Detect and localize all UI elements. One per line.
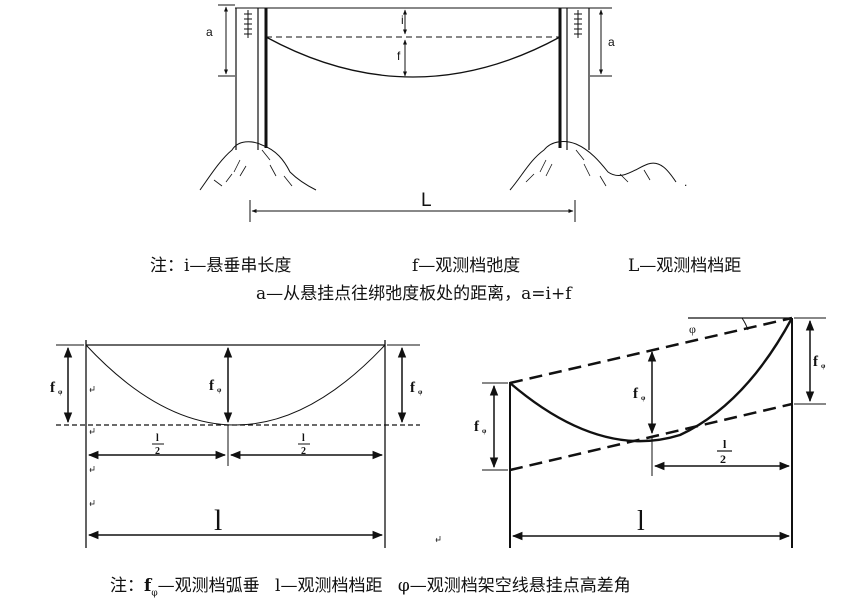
caption-f-symbol: f xyxy=(144,576,152,596)
f-right-subscript: φ xyxy=(821,362,826,370)
figure3-inclined-span xyxy=(482,316,826,548)
caption-prefix: 注： xyxy=(110,576,144,596)
a-right-label: a xyxy=(608,35,615,49)
half-right-denominator: 2 xyxy=(301,446,306,457)
span-label: l xyxy=(214,504,222,537)
conductor-sag-curve xyxy=(265,36,561,78)
left-ground-mound xyxy=(199,141,317,191)
a-left-label: a xyxy=(206,25,213,39)
right-tower xyxy=(558,8,590,150)
f-label: f xyxy=(397,49,401,63)
f-left-label: f xyxy=(50,380,56,396)
f-right-label: f xyxy=(410,380,416,396)
angle-arc xyxy=(741,317,749,331)
f-right-subscript: φ xyxy=(418,388,423,396)
f-left-subscript: φ xyxy=(482,427,487,435)
half-left-denominator: 2 xyxy=(155,446,160,457)
figure2-level-span xyxy=(56,340,441,548)
left-tower xyxy=(235,8,268,150)
figure1-sag-board-setup xyxy=(199,4,677,222)
L-label: L xyxy=(421,190,432,211)
caption-f-subscript: φ xyxy=(151,588,158,599)
upper-dashed-chord xyxy=(509,316,793,385)
f-left-subscript: φ xyxy=(58,388,63,396)
legend-f-item: f—观测档弛度 xyxy=(412,256,521,276)
angle-label: φ xyxy=(689,322,696,336)
legend-a-item: a—从悬挂点往绑弛度板处的距离，a=i+f xyxy=(256,284,572,304)
f-mid-subscript: φ xyxy=(217,386,222,394)
half-denominator: 2 xyxy=(720,452,726,466)
f-mid-label: f xyxy=(633,386,639,402)
half-right-numerator: l xyxy=(302,433,305,444)
f-right-label: f xyxy=(813,354,819,370)
legend-i-item: 注：i—悬垂串长度 xyxy=(150,256,292,276)
half-left-numerator: l xyxy=(156,433,159,444)
right-ground-mound xyxy=(509,141,677,191)
caption-l-item: l—观测档档距 xyxy=(275,576,383,596)
i-label: i xyxy=(401,13,404,27)
stray-dot: . xyxy=(684,175,687,189)
f-mid-label: f xyxy=(209,378,215,394)
half-numerator: l xyxy=(723,437,727,451)
caption-phi-text: —观测档架空线悬挂点高差角 xyxy=(409,576,631,596)
conductor-curve xyxy=(85,344,386,426)
f-left-label: f xyxy=(474,419,480,435)
caption-f-text: —观测档弧垂 xyxy=(157,576,260,596)
caption-phi-symbol: φ xyxy=(397,576,410,596)
span-label: l xyxy=(637,506,645,537)
conductor-curve xyxy=(509,317,794,443)
f-mid-subscript: φ xyxy=(641,394,646,402)
bottom-caption: 注：fφ—观测档弧垂 l—观测档档距 φ—观测档架空线悬挂点高差角 xyxy=(110,571,631,598)
lower-dashed-chord xyxy=(509,402,793,472)
legend-L-item: L—观测档档距 xyxy=(628,256,742,276)
